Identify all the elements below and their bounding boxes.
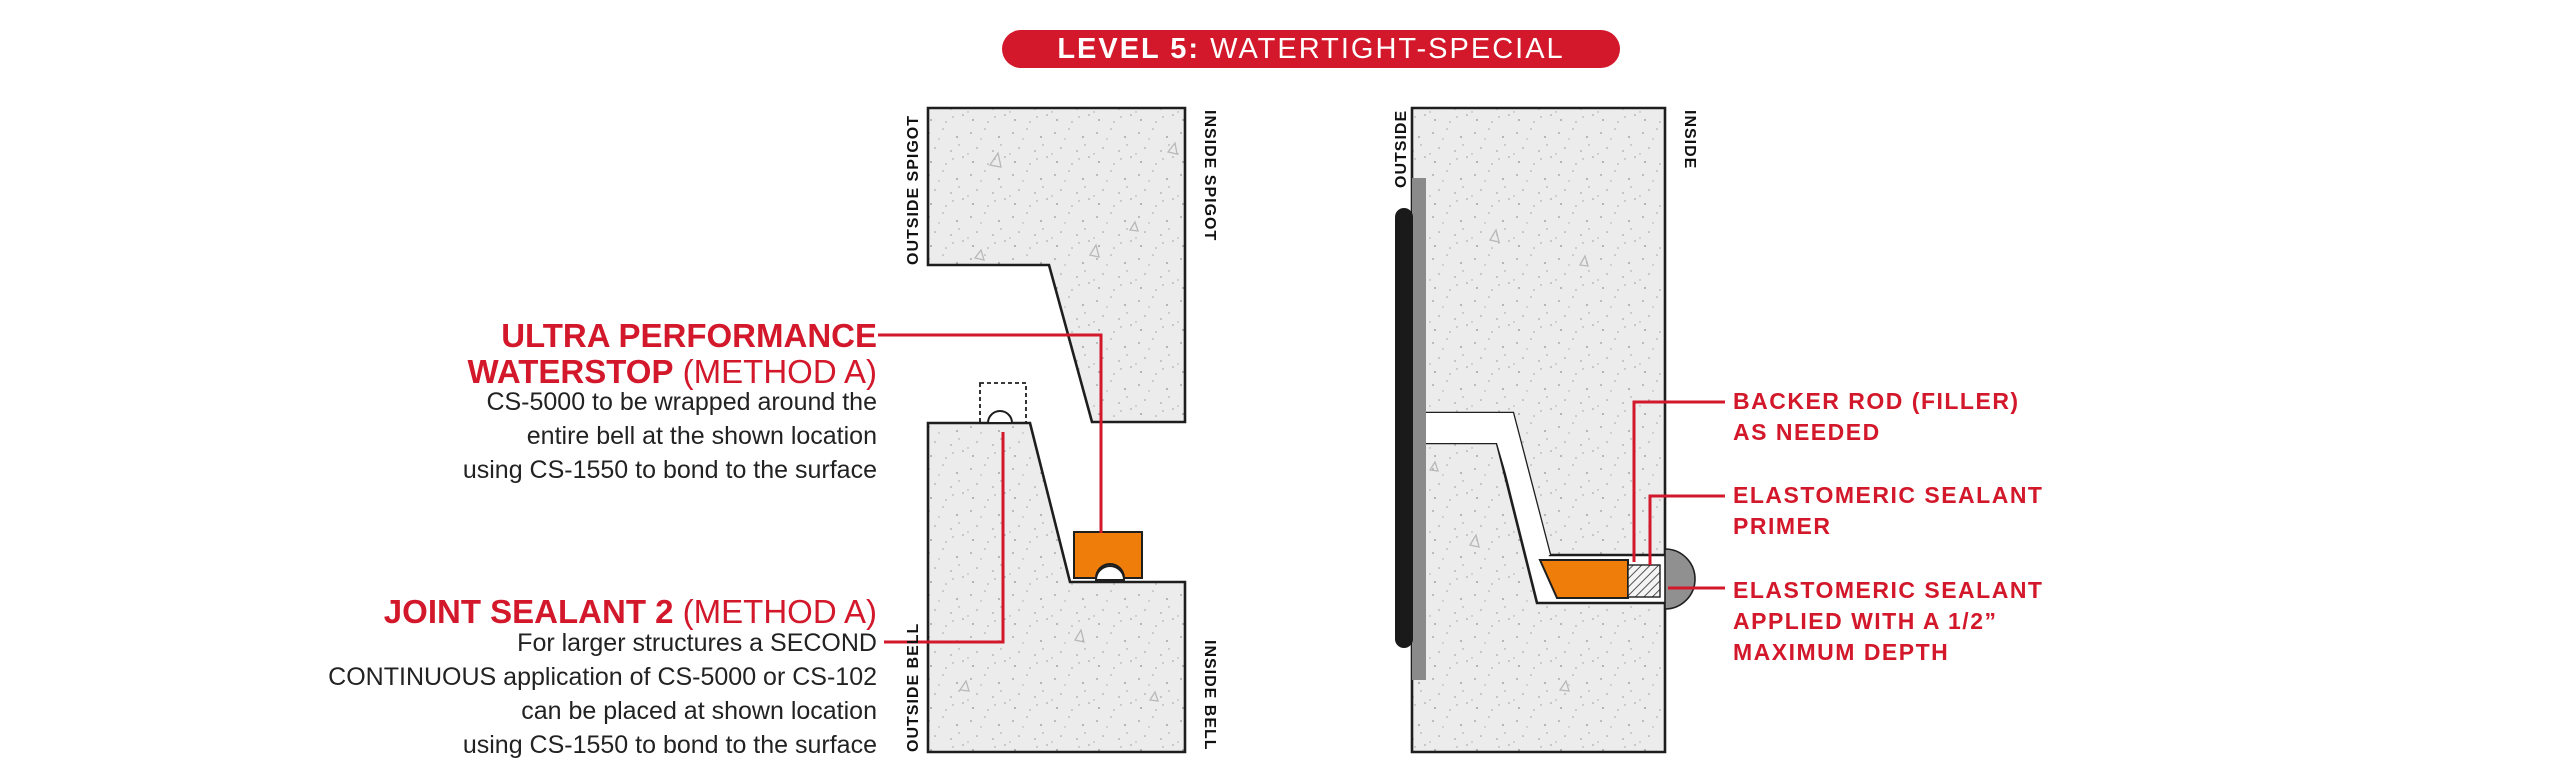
elastomeric-line: MAXIMUM DEPTH <box>1733 639 1950 665</box>
sealant2-title: JOINT SEALANT 2 (METHOD A) <box>384 594 877 630</box>
waterstop-title-line1: ULTRA PERFORMANCE <box>501 317 877 354</box>
waterstop-title: ULTRA PERFORMANCE WATERSTOP (METHOD A) <box>468 318 877 390</box>
elastomeric-callout: ELASTOMERIC SEALANT APPLIED WITH A 1/2” … <box>1733 575 2043 668</box>
gray-membrane <box>1412 178 1426 680</box>
sealant2-desc-line: For larger structures a SECOND <box>517 629 877 657</box>
sealant2-method: (METHOD A) <box>673 593 877 630</box>
waterstop-title-word: WATERSTOP <box>467 353 674 390</box>
sealant2-bead <box>986 410 1014 424</box>
sealant2-desc-line: CONTINUOUS application of CS-5000 or CS-… <box>328 663 877 691</box>
inside-bell-label: INSIDE BELL <box>1201 640 1218 751</box>
leader-backer-rod <box>1632 400 1725 562</box>
leader-primer <box>1648 494 1725 565</box>
inside-spigot-label: INSIDE SPIGOT <box>1201 110 1218 242</box>
level-title-pill: LEVEL 5: WATERTIGHT-SPECIAL <box>1002 30 1620 68</box>
inside-label: INSIDE <box>1681 110 1698 170</box>
elastomeric-line: ELASTOMERIC SEALANT <box>1733 577 2044 603</box>
backer-rod-line: BACKER ROD (FILLER) <box>1733 388 2020 414</box>
outside-spigot-label: OUTSIDE SPIGOT <box>905 114 922 265</box>
elastomeric-sealant <box>1664 548 1696 610</box>
primer-line: ELASTOMERIC SEALANT <box>1733 482 2044 508</box>
aggregate-marks-right <box>1428 228 1589 692</box>
joint-backer-rod <box>1094 565 1126 581</box>
sealant-orange-right <box>1538 559 1629 599</box>
waterstop-title-line2: WATERSTOP (METHOD A) <box>468 354 877 390</box>
waterstop-method: (METHOD A) <box>673 353 877 390</box>
left-joint-diagram <box>878 106 1187 754</box>
leader-waterstop <box>878 333 1103 533</box>
waterstop-desc-line: entire bell at the shown location <box>526 422 877 450</box>
outside-label: OUTSIDE <box>1393 109 1410 188</box>
bell-concrete <box>926 421 1187 754</box>
waterstop-desc-line: using CS-1550 to bond to the surface <box>462 456 877 484</box>
joint-gap <box>1412 413 1550 555</box>
sealant2-desc-line: using CS-1550 to bond to the surface <box>462 731 877 759</box>
level-title: WATERTIGHT-SPECIAL <box>1210 33 1565 65</box>
primer-line: PRIMER <box>1733 513 1832 539</box>
aggregate-marks <box>958 141 1178 702</box>
leader-sealant2 <box>884 432 1005 644</box>
sealant-primer <box>1627 564 1661 598</box>
backer-rod-callout: BACKER ROD (FILLER) AS NEEDED <box>1733 386 2020 448</box>
sealant2-description: For larger structures a SECOND CONTINUOU… <box>328 626 877 762</box>
black-membrane <box>1395 208 1413 648</box>
outside-bell-label: OUTSIDE BELL <box>905 622 922 752</box>
backer-rod-line: AS NEEDED <box>1733 419 1881 445</box>
spigot-concrete <box>926 106 1187 424</box>
waterstop-description: CS-5000 to be wrapped around the entire … <box>463 385 877 487</box>
level-number: LEVEL 5: <box>1057 33 1201 65</box>
primer-callout: ELASTOMERIC SEALANT PRIMER <box>1733 480 2043 542</box>
elastomeric-line: APPLIED WITH A 1/2” <box>1733 608 1998 634</box>
right-joint-diagram <box>1395 106 1725 754</box>
sealant2-title-word: JOINT SEALANT 2 <box>383 593 674 630</box>
sealant2-desc-line: can be placed at shown location <box>521 697 877 725</box>
waterstop-desc-line: CS-5000 to be wrapped around the <box>486 388 877 416</box>
